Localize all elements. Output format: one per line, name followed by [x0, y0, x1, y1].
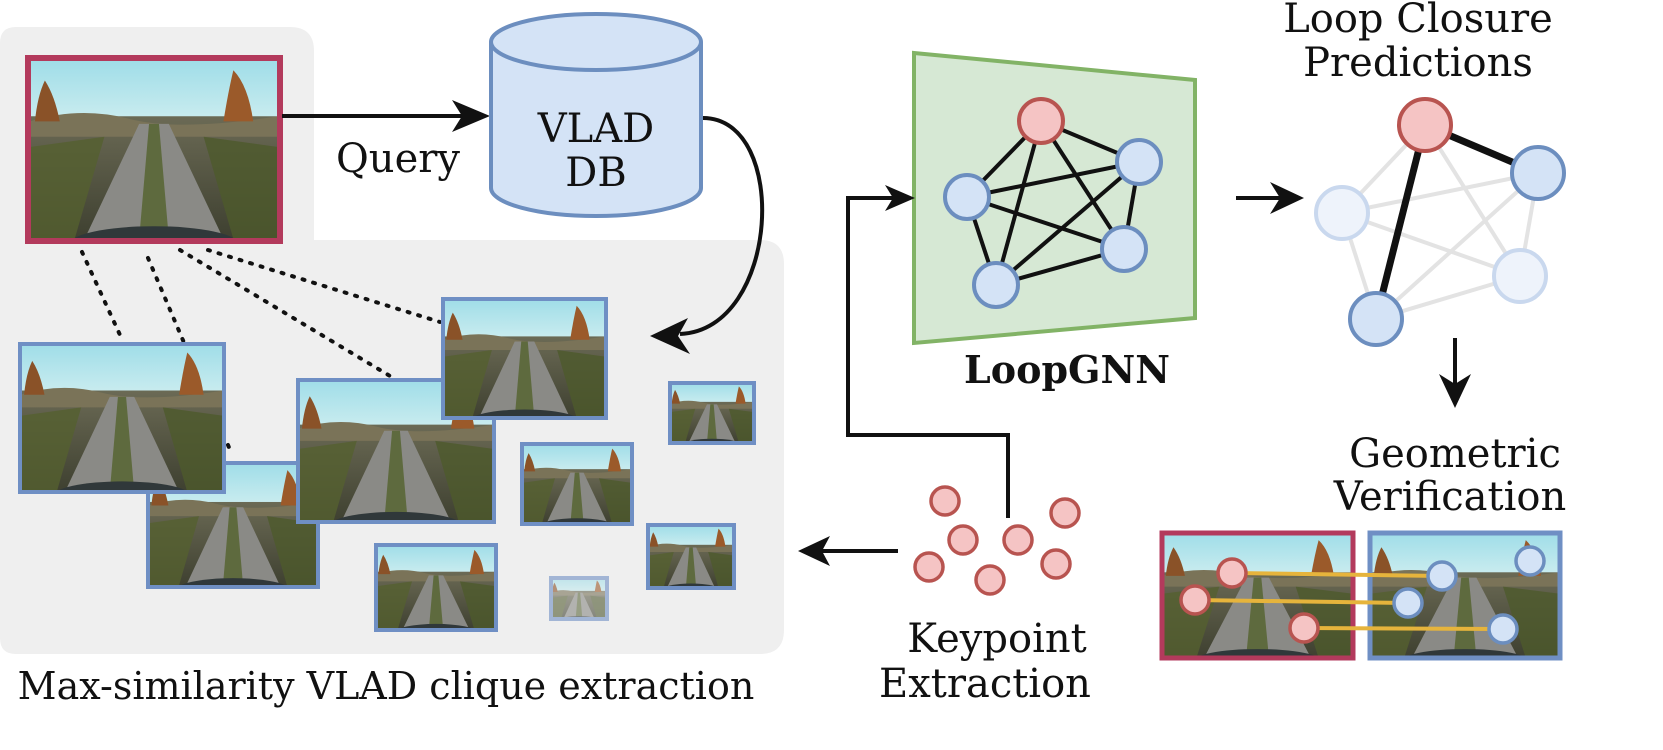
candidate-image	[646, 523, 736, 590]
gnn-node	[1100, 225, 1148, 273]
gnn-node	[1115, 138, 1163, 186]
geometric-title-line2: Verification	[1333, 474, 1566, 520]
loopgnn-label: LoopGNN	[964, 347, 1170, 392]
candidate-image	[520, 442, 634, 526]
keypoint-cluster-icon	[913, 485, 1081, 596]
query-image	[25, 55, 283, 244]
vlad-db-label-line2: DB	[565, 150, 626, 196]
prediction-node-query	[1397, 97, 1453, 153]
gnn-nodes	[943, 97, 1163, 309]
db-to-clique-arrow	[650, 116, 765, 354]
gnn-node	[943, 173, 991, 221]
clique-image	[296, 378, 496, 524]
gnn-node	[972, 261, 1020, 309]
verification-keypoints	[1179, 545, 1546, 645]
keypoint-to-gnn-arrow	[846, 185, 1010, 518]
vlad-db-label-line1: VLAD	[537, 106, 654, 152]
keypoint-label-line2: Extraction	[879, 661, 1091, 707]
gnn-to-predictions-arrow	[1236, 182, 1304, 214]
keypoint-matches	[1194, 571, 1504, 631]
prediction-node	[1348, 291, 1404, 347]
query-label: Query	[336, 136, 460, 182]
candidate-image	[549, 576, 609, 621]
geometric-title-line1: Geometric	[1349, 431, 1561, 477]
keypoint-label-line1: Keypoint	[907, 616, 1086, 662]
loop-closure-title-line1: Loop Closure	[1283, 0, 1553, 42]
database-cylinder-icon	[489, 12, 703, 218]
similarity-dotted-lines	[80, 248, 442, 457]
candidate-image	[374, 543, 498, 632]
clique-image	[18, 342, 226, 494]
candidate-image	[668, 381, 756, 445]
loop-closure-title-line2: Predictions	[1303, 40, 1533, 86]
verification-query-image	[1159, 530, 1356, 661]
prediction-node	[1510, 145, 1566, 201]
clique-caption: Max-similarity VLAD clique extraction	[18, 664, 755, 708]
verification-match-image	[1367, 530, 1563, 661]
clique-images	[18, 297, 756, 632]
clique-image	[146, 461, 320, 589]
prediction-nodes	[1314, 97, 1566, 347]
prediction-node-faded	[1314, 185, 1370, 241]
query-arrow	[282, 100, 490, 132]
clique-image	[441, 297, 608, 420]
predictions-to-verification-arrow	[1439, 338, 1471, 408]
keypoint-to-clique-arrow	[798, 536, 898, 566]
prediction-node-faded	[1492, 248, 1548, 304]
gnn-node-query	[1017, 97, 1065, 145]
